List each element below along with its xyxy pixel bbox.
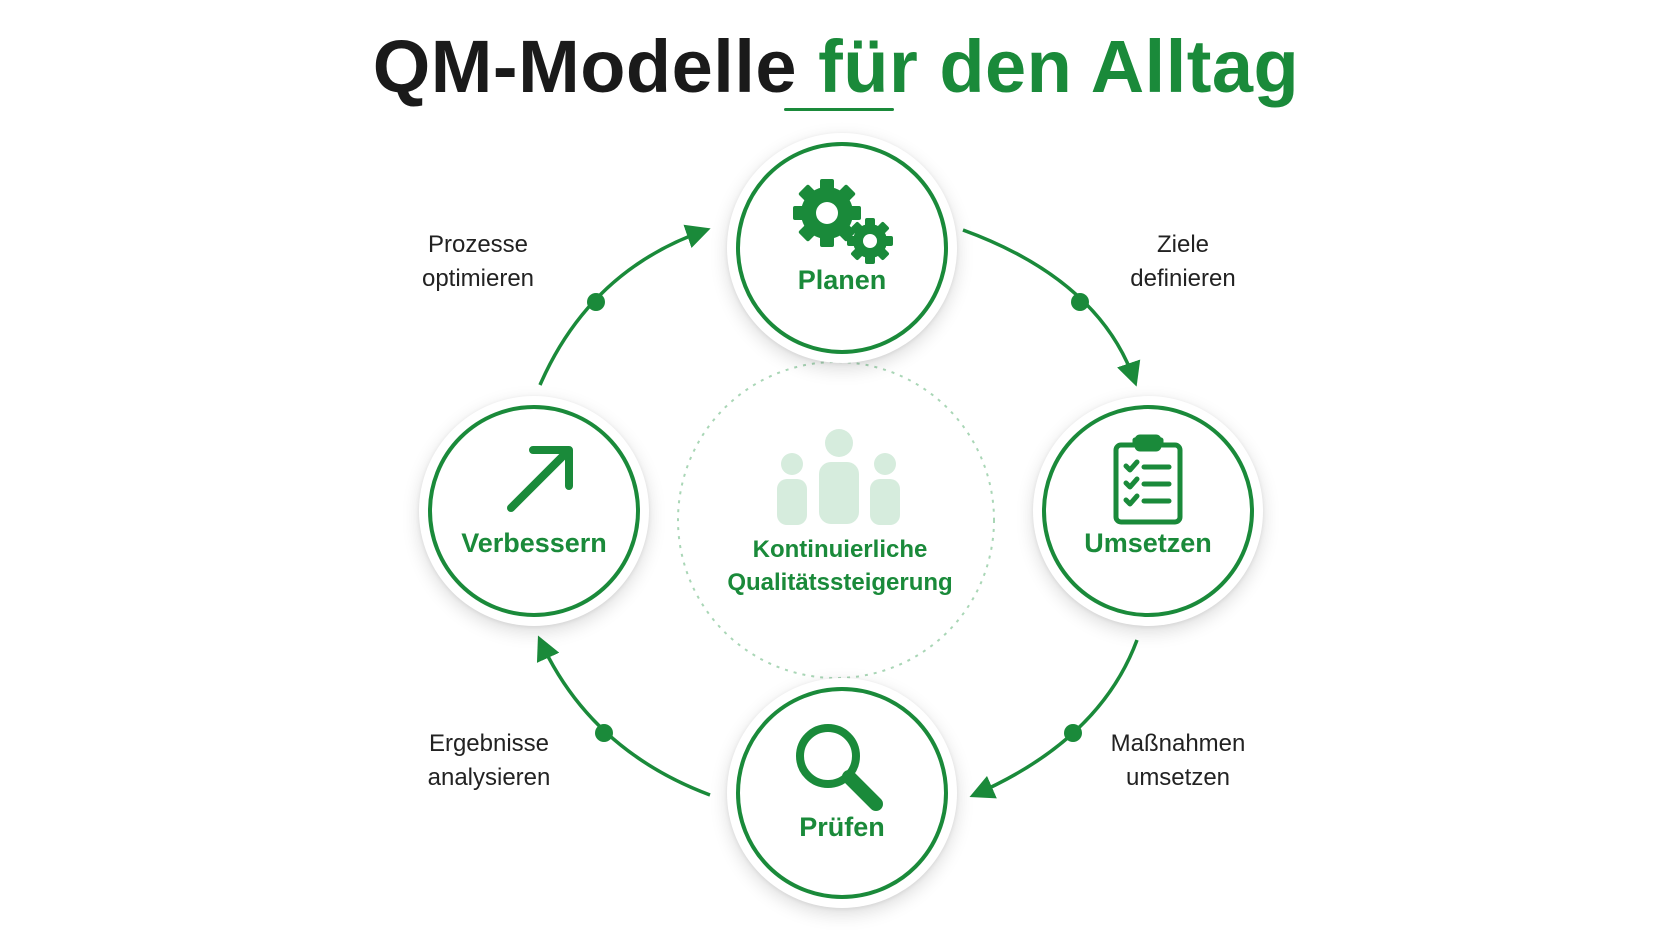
arc-dot (1064, 724, 1082, 742)
step-label-planen: Planen (797, 265, 887, 295)
step-ring (736, 687, 948, 899)
step-ring (1042, 405, 1254, 617)
gears-icon (793, 179, 893, 264)
team-people-icon (777, 429, 900, 525)
center-line2: Qualitätssteigerung (727, 569, 953, 596)
arc-verbessern-to-planen (538, 224, 711, 386)
transition-line2: analysieren (427, 764, 551, 791)
arc-planen-to-umsetzen (962, 228, 1141, 387)
center-label: Kontinuierliche Qualitätssteigerung (690, 533, 990, 599)
clipboard-checklist-icon (1113, 434, 1183, 525)
transition-line1: Prozesse (427, 231, 529, 258)
title-accent-part: für den Alltag (818, 25, 1300, 108)
transition-line2: definieren (1130, 265, 1236, 292)
transition-label-massnahmen: Maßnahmen umsetzen (1068, 727, 1288, 795)
title-underline (784, 108, 894, 111)
title-dark-part: QM-Modelle (372, 25, 798, 108)
arc-dot (595, 724, 613, 742)
arc-dot (587, 293, 605, 311)
transition-line1: Maßnahmen (1110, 730, 1246, 757)
step-verbessern: Verbessern (419, 396, 649, 626)
center-dotted-circle (677, 361, 995, 679)
step-umsetzen: Umsetzen (1033, 396, 1263, 626)
step-pruefen: Prüfen (727, 678, 957, 908)
transition-line2: optimieren (421, 265, 535, 292)
transition-label-ergebnisse: Ergebnisse analysieren (379, 727, 599, 795)
center-line1: Kontinuierliche (752, 536, 928, 563)
transition-label-ziele: Ziele definieren (1073, 228, 1293, 296)
step-label-verbessern: Verbessern (461, 528, 607, 558)
transition-line2: umsetzen (1125, 764, 1231, 791)
arc-dot (1071, 293, 1089, 311)
step-ring (736, 142, 948, 354)
magnifier-icon (796, 724, 883, 811)
transition-label-prozesse: Prozesse optimieren (368, 228, 588, 296)
transition-line1: Ergebnisse (428, 730, 550, 757)
arrow-up-right-icon (507, 446, 573, 512)
transition-line1: Ziele (1156, 231, 1210, 258)
page-title: QM-Modelle für den Alltag (0, 22, 1672, 112)
step-label-pruefen: Prüfen (799, 812, 885, 842)
step-label-umsetzen: Umsetzen (1084, 528, 1212, 558)
step-ring (428, 405, 640, 617)
step-planen: Planen (727, 133, 957, 363)
